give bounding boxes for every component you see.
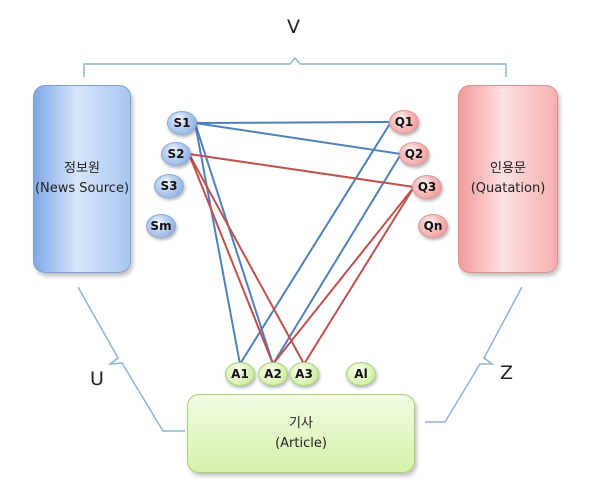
article-node-a2: A2: [258, 362, 288, 386]
relation-u-label: U: [90, 368, 104, 390]
left-bracket: [77, 286, 185, 432]
quotation-title: 인용문: [490, 161, 526, 176]
link-s1-q1: [194, 121, 392, 124]
quotation-box: 인용문 (Quatation): [458, 85, 558, 273]
quote-node-qn: Qn: [418, 214, 448, 238]
link-s2-q3: [188, 153, 415, 188]
top-bracket: [83, 56, 507, 77]
quote-node-q2: Q2: [399, 142, 429, 166]
right-bracket: [425, 286, 523, 423]
article-box: 기사 (Article): [187, 394, 415, 473]
link-q3-a3: [303, 186, 415, 365]
link-q1-a1: [239, 121, 392, 365]
quotation-subtitle: (Quatation): [470, 181, 546, 196]
link-s1-a1: [194, 122, 241, 365]
article-subtitle: (Article): [275, 435, 327, 451]
source-node-sm: Sm: [146, 214, 176, 238]
source-node-s2: S2: [161, 142, 191, 166]
link-q3-a2: [272, 186, 415, 365]
quote-node-q1: Q1: [389, 110, 419, 134]
quote-node-q3: Q3: [412, 175, 442, 199]
link-s2-a3: [188, 153, 305, 365]
article-title: 기사: [289, 415, 313, 431]
relation-z-label: Z: [500, 362, 514, 384]
link-q2-a2: [272, 153, 402, 365]
article-node-a3: A3: [289, 362, 319, 386]
article-node-al: Al: [346, 362, 376, 386]
news-source-subtitle: (News Source): [34, 181, 130, 196]
source-node-s3: S3: [154, 174, 184, 198]
relation-v-label: V: [287, 16, 300, 38]
news-source-box: 정보원 (News Source): [33, 85, 131, 273]
link-s1-q2: [194, 122, 402, 155]
news-source-title: 정보원: [64, 161, 100, 176]
link-s2-a2: [188, 153, 274, 365]
article-node-a1: A1: [225, 362, 255, 386]
source-node-s1: S1: [167, 111, 197, 135]
link-s1-a2: [194, 122, 274, 365]
